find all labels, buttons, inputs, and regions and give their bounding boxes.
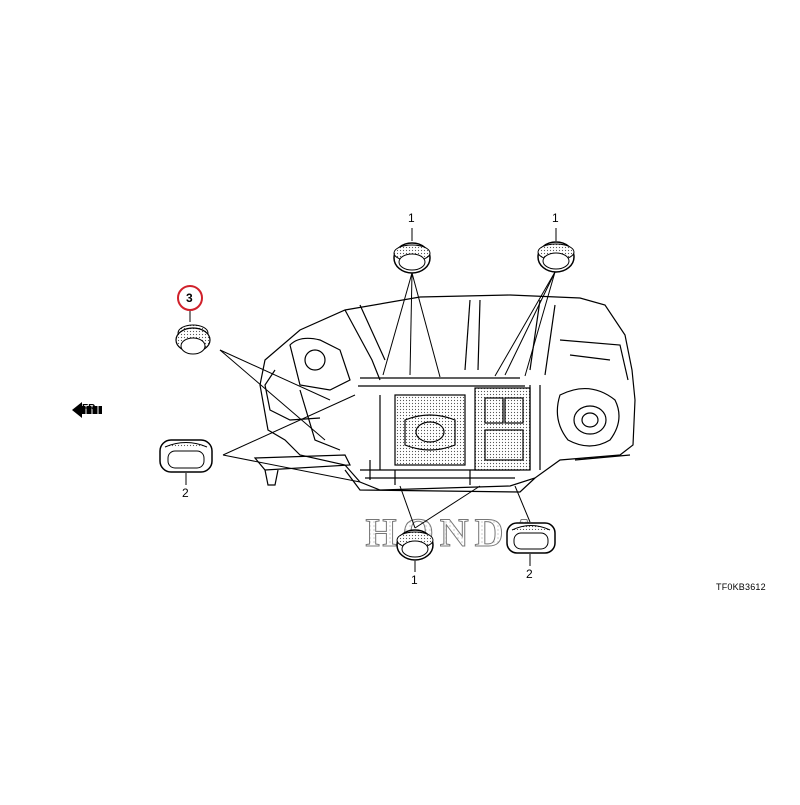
- grommet-part-1-top-left[interactable]: [393, 242, 431, 274]
- drawing-code: TF0KB3612: [716, 582, 766, 592]
- grommet-part-1-bottom[interactable]: [396, 529, 434, 561]
- callout-3-highlighted[interactable]: 3: [186, 291, 193, 305]
- callout-ticks: [185, 228, 557, 572]
- grommet-part-2-right[interactable]: [506, 522, 556, 554]
- callout-2-left[interactable]: 2: [182, 486, 189, 500]
- front-arrow-icon: [72, 402, 102, 418]
- callout-1-top-left[interactable]: 1: [408, 211, 415, 225]
- highlight-ring: [177, 285, 203, 311]
- front-label: FR.: [82, 403, 99, 414]
- car-body: [253, 294, 636, 493]
- leader-lines: [219, 271, 556, 529]
- grommet-part-1-top-right[interactable]: [537, 241, 575, 273]
- callout-1-top-right[interactable]: 1: [552, 211, 559, 225]
- callout-2-right[interactable]: 2: [526, 567, 533, 581]
- grommet-part-2-left[interactable]: [159, 439, 213, 473]
- callout-1-bottom[interactable]: 1: [411, 573, 418, 587]
- grommet-part-3[interactable]: [175, 324, 211, 355]
